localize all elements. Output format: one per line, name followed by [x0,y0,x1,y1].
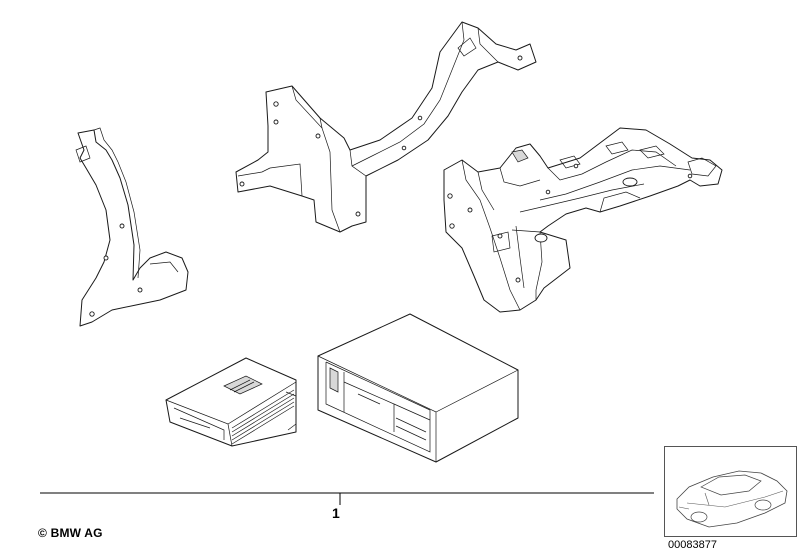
cd-magazine [165,357,297,447]
image-id: 00083877 [668,539,717,551]
vehicle-inset [664,446,797,537]
right-bracket-assembly [443,127,723,313]
car-icon [676,470,788,528]
center-bracket [235,21,537,233]
callout-line [40,492,654,505]
left-bracket [75,127,189,327]
callout-number: 1 [332,505,340,521]
cd-changer [317,313,519,463]
copyright-notice: © BMW AG [38,526,103,540]
